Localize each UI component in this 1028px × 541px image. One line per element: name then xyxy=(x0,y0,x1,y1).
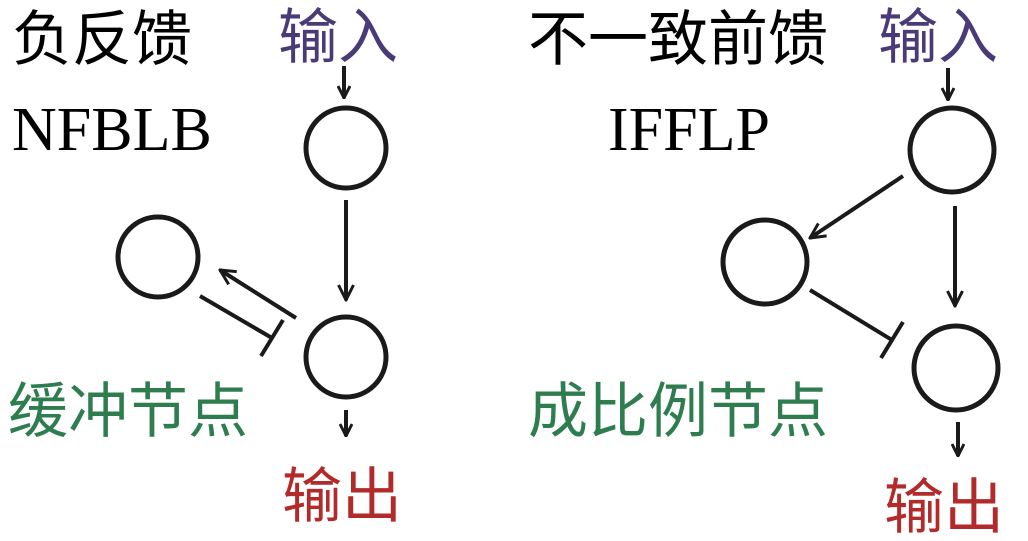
left-output-node xyxy=(303,314,389,400)
right-output-node xyxy=(911,323,1001,413)
left-output-to-buffer-arrow xyxy=(220,270,298,320)
right-input-label: 输入 xyxy=(878,3,998,73)
incoherent-feedforward-title: 不一致前馈 xyxy=(528,5,828,75)
right-proportional-node xyxy=(720,217,810,307)
right-output-label: 输出 xyxy=(884,473,1004,541)
left-input-label: 输入 xyxy=(278,3,398,73)
right-proportional-inhibition-edge xyxy=(808,288,905,360)
right-input-node xyxy=(907,105,997,195)
left-buffer-node xyxy=(115,214,201,300)
incoherent-feedforward-abbreviation: IFFLP xyxy=(608,96,770,164)
negative-feedback-abbreviation: NFBLB xyxy=(12,96,212,164)
left-input-node xyxy=(303,105,389,191)
negative-feedback-title: 负反馈 xyxy=(12,5,192,75)
incoherent-feedforward-motif: 不一致前馈 IFFLP 输入 成比例节点 输出 xyxy=(528,3,1004,541)
right-input-to-proportional-arrow xyxy=(810,174,905,238)
left-buffer-inhibition-edge xyxy=(198,294,285,358)
right-proportional-node-label: 成比例节点 xyxy=(528,377,828,447)
negative-feedback-motif: 负反馈 NFBLB 输入 缓冲节点 输出 xyxy=(8,3,402,532)
left-output-label: 输出 xyxy=(282,462,402,532)
left-buffer-node-label: 缓冲节点 xyxy=(8,377,248,447)
